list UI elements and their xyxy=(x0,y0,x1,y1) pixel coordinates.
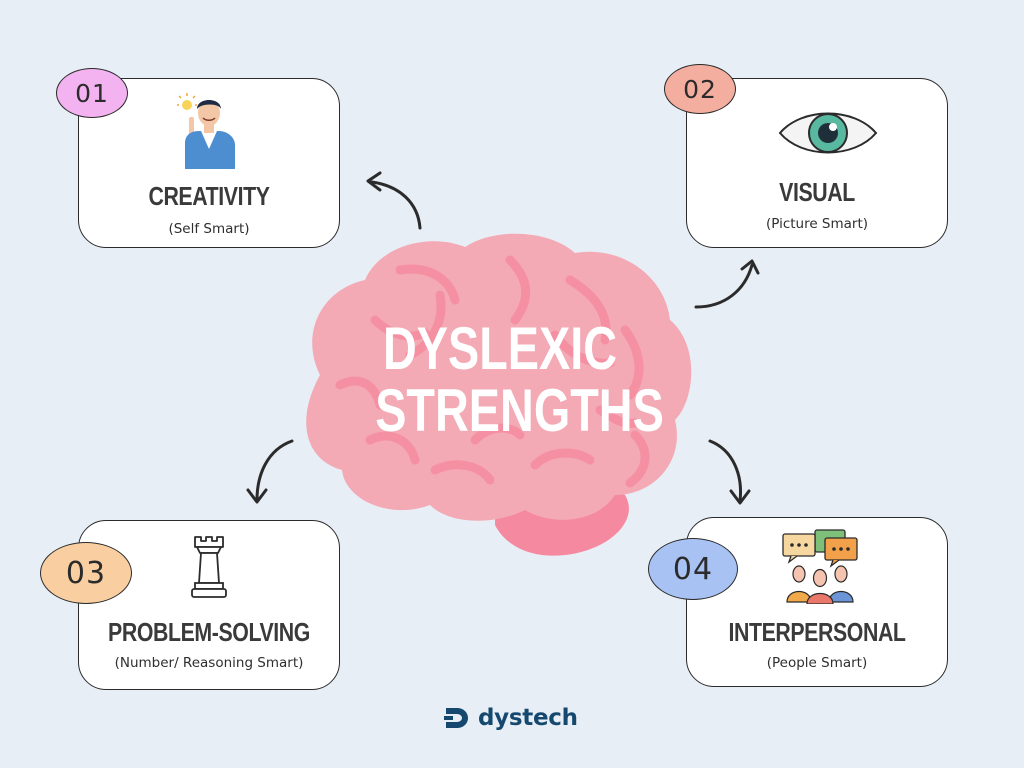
center-title-line2: STRENGTHS xyxy=(375,377,664,444)
card-subtitle-problem-solving: (Number/ Reasoning Smart) xyxy=(114,655,304,671)
dystech-logo: dystech xyxy=(444,705,578,731)
dystech-logo-icon xyxy=(444,708,468,728)
center-title-line1: DYSLEXIC xyxy=(382,315,618,382)
card-interpersonal: INTERPERSONAL (People Smart) xyxy=(686,517,948,687)
card-title-creativity: CREATIVITY xyxy=(148,181,270,211)
brain-icon xyxy=(306,233,692,556)
arrow-to-interpersonal xyxy=(708,439,751,505)
card-title-visual: VISUAL xyxy=(779,177,855,207)
eye-icon xyxy=(778,112,878,154)
card-subtitle-visual: (Picture Smart) xyxy=(765,216,869,232)
badge-04: 04 xyxy=(648,538,738,600)
arrow-to-creativity xyxy=(366,171,422,230)
person-idea-icon xyxy=(177,93,235,169)
card-problem-solving: PROBLEM-SOLVING (Number/ Reasoning Smart… xyxy=(78,520,340,690)
badge-03: 03 xyxy=(40,542,132,604)
badge-01: 01 xyxy=(56,68,128,118)
card-title-interpersonal: INTERPERSONAL xyxy=(728,617,906,647)
brand-name: dystech xyxy=(478,705,578,731)
card-visual: VISUAL (Picture Smart) xyxy=(686,78,948,248)
card-subtitle-creativity: (Self Smart) xyxy=(168,221,250,237)
card-subtitle-interpersonal: (People Smart) xyxy=(766,655,868,671)
badge-02: 02 xyxy=(664,64,736,114)
chess-rook-icon xyxy=(191,536,227,598)
card-title-problem-solving: PROBLEM-SOLVING xyxy=(108,617,310,647)
arrow-to-visual xyxy=(694,259,760,309)
people-chat-icon xyxy=(782,529,858,604)
center-title: DYSLEXIC STRENGTHS xyxy=(375,315,664,444)
arrow-to-problem-solving xyxy=(246,439,294,504)
